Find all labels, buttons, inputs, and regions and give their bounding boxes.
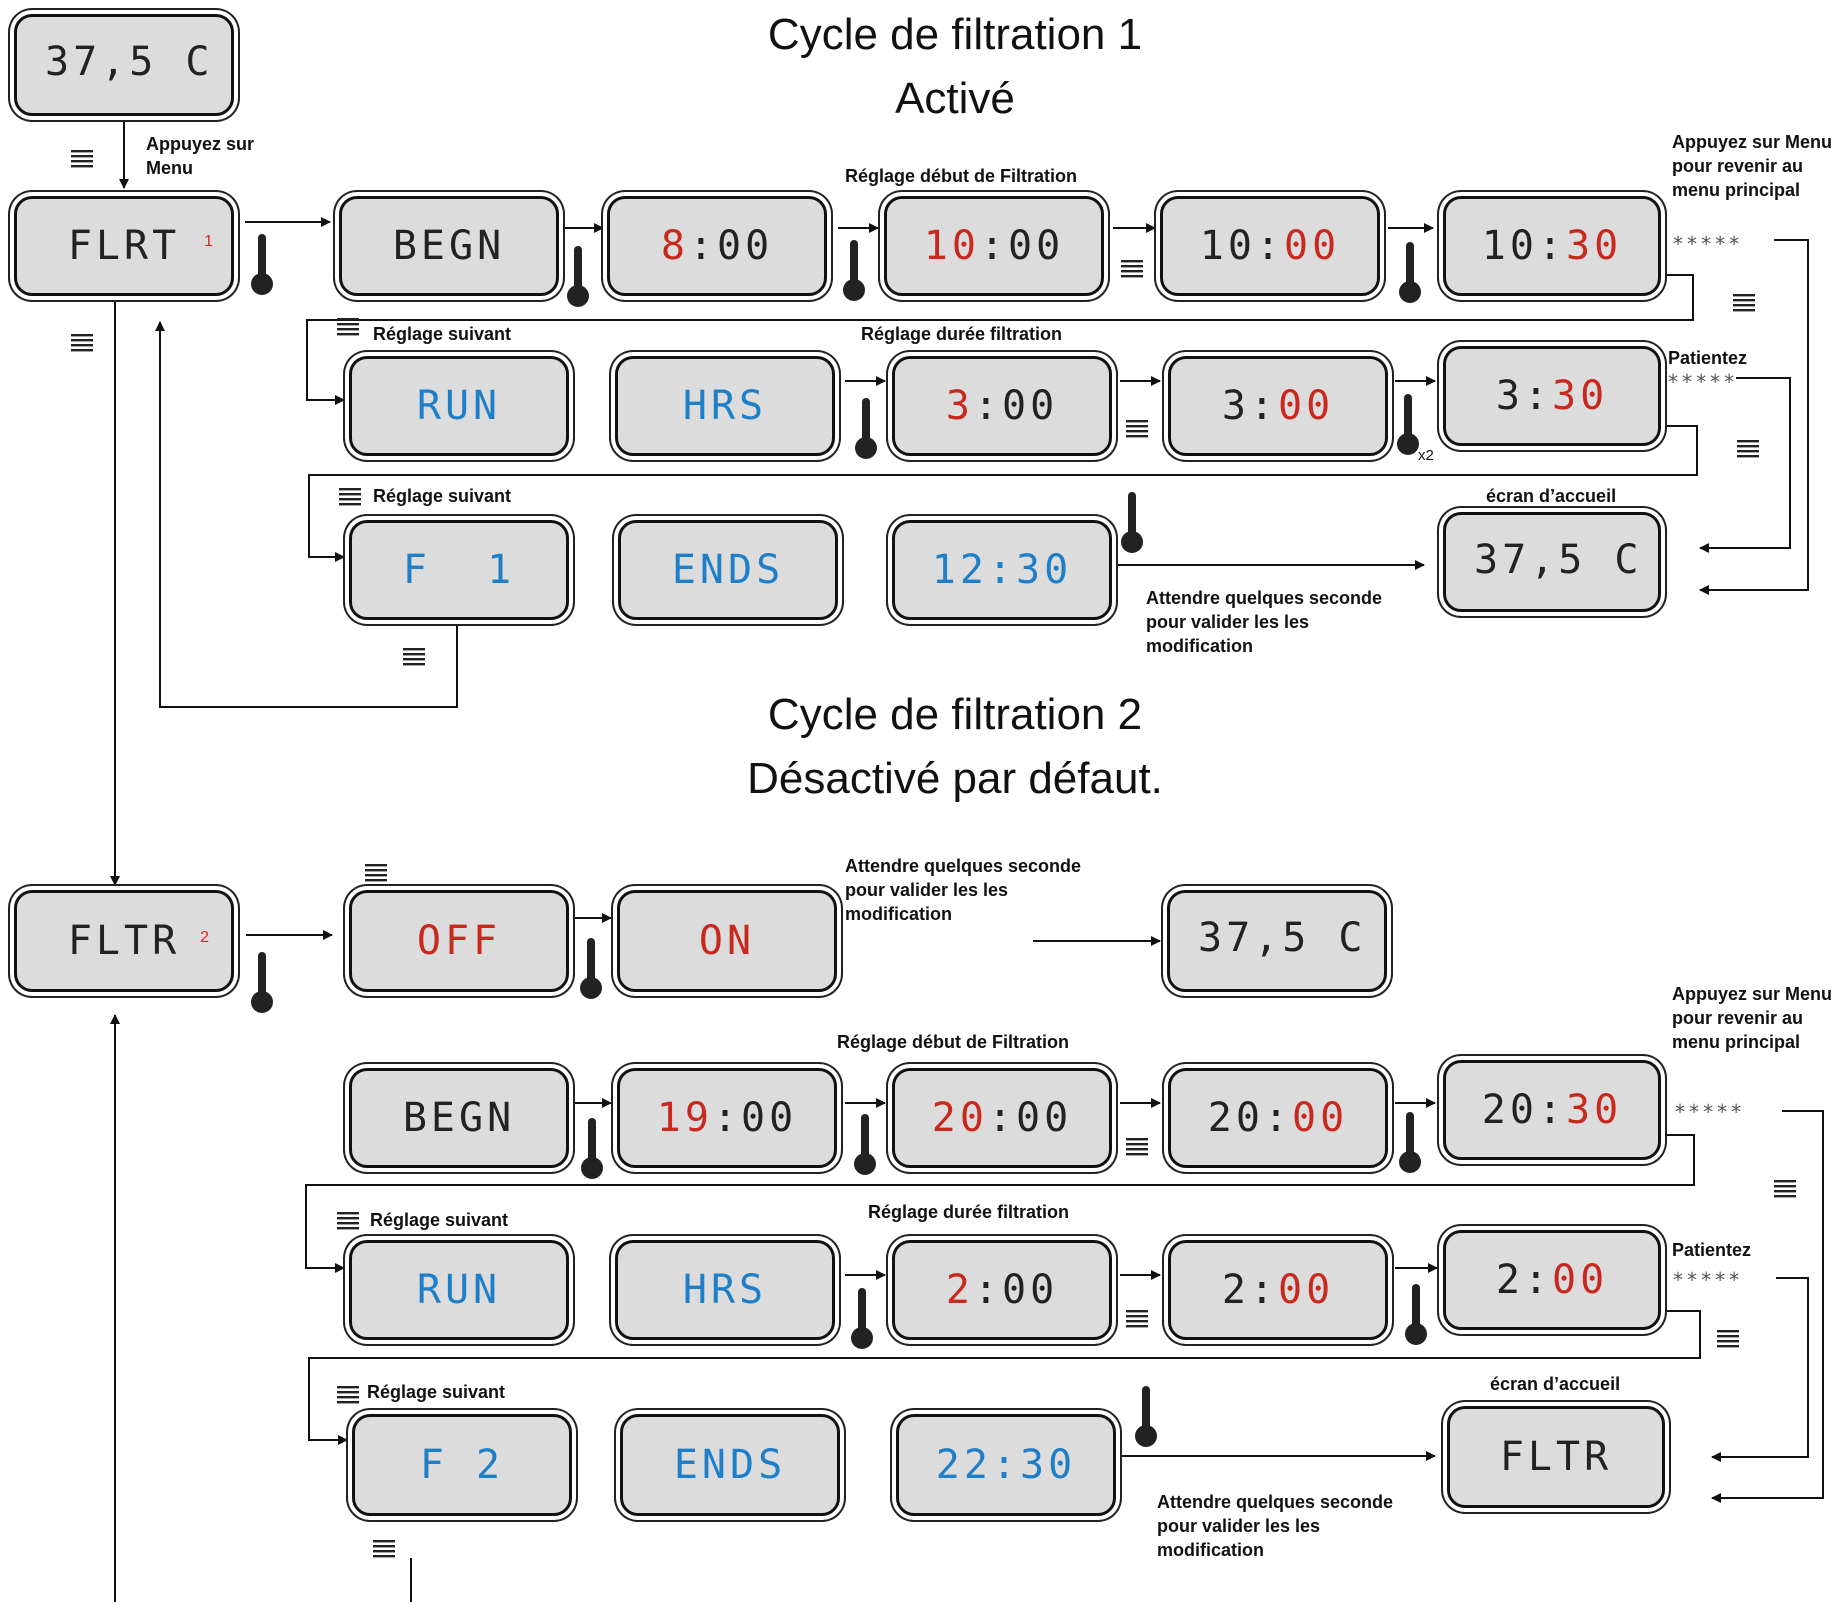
c2-start-time-19-screen: 19:00 bbox=[617, 1068, 837, 1168]
c1-next-setting-label: Réglage suivant bbox=[373, 324, 512, 344]
c2-ends-screen: ENDS bbox=[620, 1414, 840, 1516]
c2-duration-minutes-screen: 2:00 bbox=[1168, 1240, 1388, 1340]
thermometer-icon bbox=[1132, 1384, 1160, 1453]
c2-next-setting-label: Réglage suivant bbox=[367, 1382, 506, 1402]
fltr-menu-screen: FLTR 2 bbox=[14, 890, 234, 992]
menu-lines-icon bbox=[1736, 438, 1760, 465]
c1-wait-label: Patientez bbox=[1668, 348, 1748, 368]
thermometer-icon bbox=[1118, 490, 1146, 559]
thermometer-icon bbox=[852, 396, 880, 465]
menu-lines-icon bbox=[70, 332, 94, 359]
c2-duration-200-screen: 2:00 bbox=[1443, 1230, 1661, 1330]
c1-start-time-8-screen: 8:00 bbox=[607, 196, 827, 296]
thermometer-icon bbox=[851, 1112, 879, 1181]
c1-next-setting-label: Réglage suivant bbox=[373, 486, 512, 506]
cycle1-status: Activé bbox=[895, 74, 1015, 123]
c2-filter-number-screen: F 2 bbox=[352, 1414, 572, 1516]
menu-lines-icon bbox=[336, 1210, 360, 1237]
c2-wait-label: Patientez bbox=[1672, 1240, 1752, 1260]
c2-start-minutes-screen: 20:00 bbox=[1168, 1068, 1388, 1168]
c1-ends-screen: ENDS bbox=[618, 520, 838, 620]
c1-duration-minutes-screen: 3:00 bbox=[1168, 356, 1388, 456]
c1-home-screen-label: écran d’accueil bbox=[1486, 486, 1617, 506]
c1-hrs-screen: HRS bbox=[615, 356, 835, 456]
c2-duration-2-screen: 2:00 bbox=[892, 1240, 1112, 1340]
c2-return-menu-label: Appuyez sur Menu pour revenir au menu pr… bbox=[1672, 984, 1833, 1052]
thermometer-icon bbox=[1394, 392, 1422, 461]
thermometer-icon bbox=[577, 936, 605, 1005]
home-temperature-screen: 37,5 C bbox=[14, 14, 234, 116]
cycle2-status: Désactivé par défaut. bbox=[747, 754, 1163, 803]
c1-run-screen: RUN bbox=[349, 356, 569, 456]
c2-wait-validate-label: Attendre quelques seconde pour valider l… bbox=[1157, 1492, 1394, 1560]
cycle2-title: Cycle de filtration 2 bbox=[767, 690, 1143, 739]
cycle1-title: Cycle de filtration 1 bbox=[767, 10, 1143, 59]
c2-start-time-20-screen: 20:00 bbox=[892, 1068, 1112, 1168]
c2-end-time-screen: 22:30 bbox=[896, 1414, 1116, 1516]
menu-lines-icon bbox=[70, 148, 94, 175]
c2-wait-validate-top-label: Attendre quelques seconde pour valider l… bbox=[845, 856, 1082, 924]
cycle-number-badge: 2 bbox=[200, 929, 209, 946]
thermometer-icon bbox=[848, 1286, 876, 1355]
press-menu-label: Appuyez sur Menu bbox=[146, 134, 255, 178]
c2-next-setting-label: Réglage suivant bbox=[370, 1210, 509, 1230]
thermometer-icon bbox=[840, 238, 868, 307]
menu-lines-icon bbox=[1120, 258, 1144, 285]
menu-lines-icon bbox=[338, 486, 362, 513]
c2-home-screen: FLTR bbox=[1447, 1406, 1665, 1508]
cycle-number-badge: 1 bbox=[204, 233, 213, 250]
thermometer-icon bbox=[1402, 1282, 1430, 1351]
c1-x2-label: x2 bbox=[1418, 447, 1434, 464]
c2-begin-screen: BEGN bbox=[349, 1068, 569, 1168]
c2-home-screen-label: écran d’accueil bbox=[1490, 1374, 1621, 1394]
menu-lines-icon bbox=[402, 646, 426, 673]
c1-home-screen: 37,5 C bbox=[1443, 512, 1661, 612]
menu-lines-icon bbox=[1732, 292, 1756, 319]
c1-duration-3-screen: 3:00 bbox=[892, 356, 1112, 456]
c2-start-2030-screen: 20:30 bbox=[1443, 1060, 1661, 1160]
c1-filter-number-screen: F 1 bbox=[349, 520, 569, 620]
c1-start-setting-label: Réglage début de Filtration bbox=[845, 166, 1078, 186]
menu-lines-icon bbox=[1125, 1308, 1149, 1335]
c2-on-screen: ON bbox=[617, 890, 837, 992]
menu-lines-icon bbox=[1125, 418, 1149, 445]
flrt-menu-screen: FLRT 1 bbox=[14, 196, 234, 296]
c1-return-menu-label: Appuyez sur Menu pour revenir au menu pr… bbox=[1672, 132, 1833, 200]
c2-run-screen: RUN bbox=[349, 1240, 569, 1340]
menu-lines-icon bbox=[1773, 1178, 1797, 1205]
thermometer-icon bbox=[578, 1116, 606, 1185]
c2-home-temperature-screen: 37,5 C bbox=[1167, 890, 1387, 992]
thermometer-icon bbox=[248, 950, 276, 1019]
thermometer-icon bbox=[248, 232, 276, 301]
c1-begin-screen: BEGN bbox=[339, 196, 559, 296]
c1-wait-validate-label: Attendre quelques seconde pour valider l… bbox=[1146, 588, 1383, 656]
menu-lines-icon bbox=[372, 1538, 396, 1565]
c2-hrs-screen: HRS bbox=[615, 1240, 835, 1340]
c2-start-setting-label: Réglage début de Filtration bbox=[837, 1032, 1070, 1052]
menu-lines-icon bbox=[1125, 1136, 1149, 1163]
menu-lines-icon bbox=[1716, 1328, 1740, 1355]
thermometer-icon bbox=[564, 244, 592, 313]
c1-duration-setting-label: Réglage durée filtration bbox=[861, 324, 1063, 344]
c2-stars-return: ***** bbox=[1674, 1100, 1745, 1124]
c2-off-screen: OFF bbox=[349, 890, 569, 992]
c1-stars-return: ***** bbox=[1672, 232, 1743, 256]
c1-start-1030-screen: 10:30 bbox=[1443, 196, 1661, 296]
c2-duration-setting-label: Réglage durée filtration bbox=[868, 1202, 1070, 1222]
c2-stars-wait: ***** bbox=[1672, 1268, 1743, 1292]
c1-stars-wait: ***** bbox=[1667, 370, 1738, 394]
menu-lines-icon bbox=[336, 1384, 360, 1411]
thermometer-icon bbox=[1396, 240, 1424, 309]
c1-duration-330-screen: 3:30 bbox=[1443, 346, 1661, 446]
menu-lines-icon bbox=[364, 862, 388, 889]
menu-lines-icon bbox=[336, 316, 360, 343]
c1-start-time-10-screen: 10:00 bbox=[884, 196, 1104, 296]
c1-start-minutes-screen: 10:00 bbox=[1160, 196, 1380, 296]
thermometer-icon bbox=[1396, 1110, 1424, 1179]
c1-end-time-screen: 12:30 bbox=[892, 520, 1112, 620]
